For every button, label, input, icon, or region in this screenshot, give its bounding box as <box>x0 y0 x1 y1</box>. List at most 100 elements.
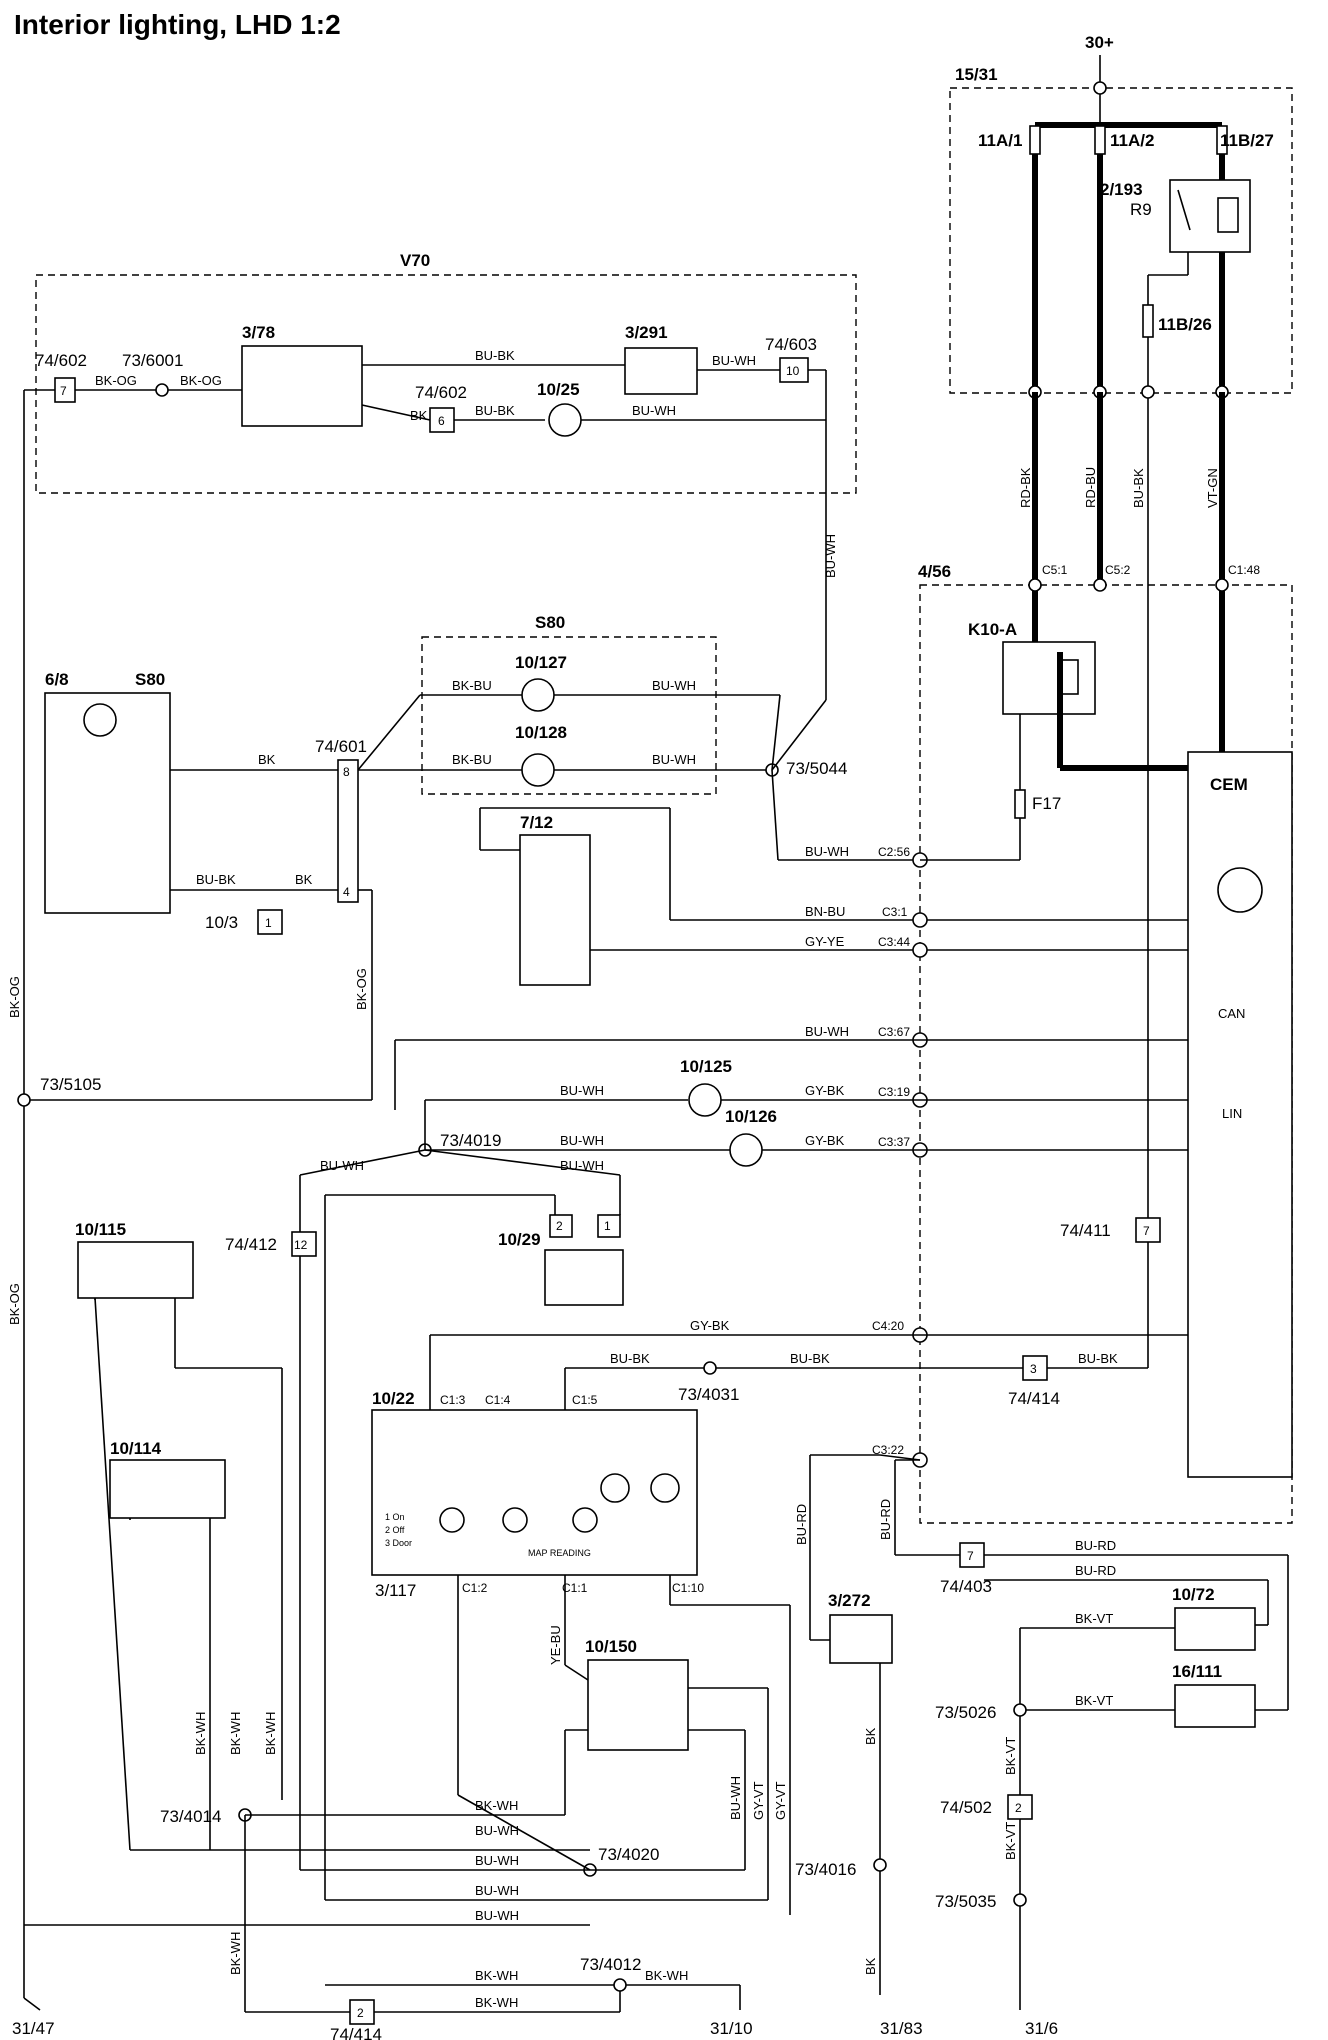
component-16-111 <box>1174 1684 1256 1728</box>
svg-text:C5:2: C5:2 <box>1105 563 1131 577</box>
svg-text:V70: V70 <box>400 251 430 270</box>
svg-text:C5:1: C5:1 <box>1042 563 1068 577</box>
svg-text:16/111: 16/111 <box>1172 1662 1222 1681</box>
svg-text:6: 6 <box>438 414 445 428</box>
svg-text:74/411: 74/411 <box>1060 1221 1111 1240</box>
fuse-11a1 <box>1029 125 1041 155</box>
svg-text:8: 8 <box>343 765 350 779</box>
s80-group <box>421 636 717 795</box>
svg-text:10/115: 10/115 <box>75 1220 126 1239</box>
svg-text:GY-VT: GY-VT <box>751 1781 766 1820</box>
svg-text:RD-BK: RD-BK <box>1018 467 1033 508</box>
lamp-10-128 <box>521 753 555 787</box>
svg-text:C2:56: C2:56 <box>878 845 910 859</box>
svg-text:C1:10: C1:10 <box>672 1581 704 1595</box>
svg-text:LIN: LIN <box>1222 1106 1242 1121</box>
svg-text:73/5026: 73/5026 <box>935 1703 996 1722</box>
svg-text:BU-WH: BU-WH <box>475 1823 519 1838</box>
svg-text:74/412: 74/412 <box>225 1235 277 1254</box>
supply-node <box>1093 81 1107 95</box>
svg-text:BU-WH: BU-WH <box>475 1908 519 1923</box>
svg-text:10/125: 10/125 <box>680 1057 732 1076</box>
svg-text:GY-BK: GY-BK <box>805 1083 845 1098</box>
cem-module-label: 4/56 <box>918 562 951 581</box>
svg-text:BU-BK: BU-BK <box>1078 1351 1118 1366</box>
svg-text:C4:20: C4:20 <box>872 1319 904 1333</box>
svg-text:10/3: 10/3 <box>205 913 238 932</box>
svg-text:BK: BK <box>258 752 276 767</box>
svg-text:C1:48: C1:48 <box>1228 563 1260 577</box>
svg-text:10/72: 10/72 <box>1172 1585 1215 1604</box>
svg-text:3: 3 <box>1030 1362 1037 1376</box>
svg-text:BK-OG: BK-OG <box>354 968 369 1010</box>
supply-30-label: 30+ <box>1085 33 1114 52</box>
svg-text:74/403: 74/403 <box>940 1577 992 1596</box>
svg-text:BK-OG: BK-OG <box>95 373 137 388</box>
lamp-10-126 <box>729 1133 763 1167</box>
svg-text:2: 2 <box>357 2006 364 2020</box>
svg-text:BK-WH: BK-WH <box>228 1712 243 1755</box>
svg-text:10/25: 10/25 <box>537 380 580 399</box>
svg-text:10/128: 10/128 <box>515 723 567 742</box>
svg-text:74/414: 74/414 <box>1008 1389 1060 1408</box>
svg-text:BU-RD: BU-RD <box>794 1504 809 1545</box>
svg-text:BK-OG: BK-OG <box>180 373 222 388</box>
svg-text:7/12: 7/12 <box>520 813 553 832</box>
svg-text:BU-RD: BU-RD <box>878 1499 893 1540</box>
svg-text:BK-WH: BK-WH <box>193 1712 208 1755</box>
svg-text:BU-WH: BU-WH <box>712 353 756 368</box>
roof-console-10-22 <box>371 1409 698 1576</box>
svg-text:BK-WH: BK-WH <box>228 1932 243 1975</box>
svg-text:2 Off: 2 Off <box>385 1525 405 1535</box>
component-3-272 <box>829 1614 893 1664</box>
svg-text:YE-BU: YE-BU <box>548 1625 563 1665</box>
relay-k10a <box>1002 641 1096 715</box>
switch-10-29 <box>544 1249 624 1306</box>
svg-text:BU-WH: BU-WH <box>652 678 696 693</box>
svg-text:73/6001: 73/6001 <box>122 351 183 370</box>
svg-text:7: 7 <box>60 384 67 398</box>
fuse-11b27-label: 11B/27 <box>1220 131 1274 150</box>
svg-text:3/272: 3/272 <box>828 1591 871 1610</box>
svg-text:BK-WH: BK-WH <box>475 1995 518 2010</box>
svg-text:31/83: 31/83 <box>880 2019 923 2038</box>
svg-text:3/117: 3/117 <box>375 1581 416 1600</box>
svg-text:RD-BU: RD-BU <box>1083 467 1098 508</box>
svg-text:73/4020: 73/4020 <box>598 1845 659 1864</box>
svg-text:GY-BK: GY-BK <box>805 1133 845 1148</box>
relay-r9-label: R9 <box>1130 200 1152 219</box>
svg-text:BU-WH: BU-WH <box>475 1883 519 1898</box>
v70-group <box>35 274 857 494</box>
svg-text:BK: BK <box>410 408 428 423</box>
svg-text:BU-WH: BU-WH <box>652 752 696 767</box>
svg-text:BU-WH: BU-WH <box>475 1853 519 1868</box>
fuse-f17 <box>1014 789 1026 819</box>
svg-text:73/4016: 73/4016 <box>795 1860 856 1879</box>
svg-text:73/4012: 73/4012 <box>580 1955 641 1974</box>
svg-text:BU-WH: BU-WH <box>560 1158 604 1173</box>
lamp-10-114 <box>109 1459 226 1519</box>
component-3-291 <box>624 347 698 395</box>
svg-text:31/47: 31/47 <box>12 2019 55 2038</box>
svg-text:BU-WH: BU-WH <box>805 844 849 859</box>
component-7-12 <box>519 834 591 986</box>
svg-text:1: 1 <box>265 916 272 930</box>
svg-text:6/8: 6/8 <box>45 670 69 689</box>
svg-text:BK-VT: BK-VT <box>1075 1611 1113 1626</box>
svg-text:74/602: 74/602 <box>35 351 87 370</box>
lamp-10-115 <box>77 1241 194 1299</box>
svg-text:BK-WH: BK-WH <box>645 1968 688 1983</box>
svg-text:BU-WH: BU-WH <box>728 1776 743 1820</box>
svg-text:BK-VT: BK-VT <box>1075 1693 1113 1708</box>
switch-3-78 <box>241 345 363 427</box>
svg-text:1: 1 <box>604 1219 611 1233</box>
svg-text:BK: BK <box>863 1957 878 1975</box>
svg-text:10/127: 10/127 <box>515 653 567 672</box>
component-10-72 <box>1174 1607 1256 1651</box>
svg-text:7: 7 <box>1143 1224 1150 1238</box>
svg-text:74/414: 74/414 <box>330 2025 382 2040</box>
svg-text:3/78: 3/78 <box>242 323 275 342</box>
svg-text:74/603: 74/603 <box>765 335 817 354</box>
svg-text:31/10: 31/10 <box>710 2019 753 2038</box>
svg-text:1 On: 1 On <box>385 1512 405 1522</box>
